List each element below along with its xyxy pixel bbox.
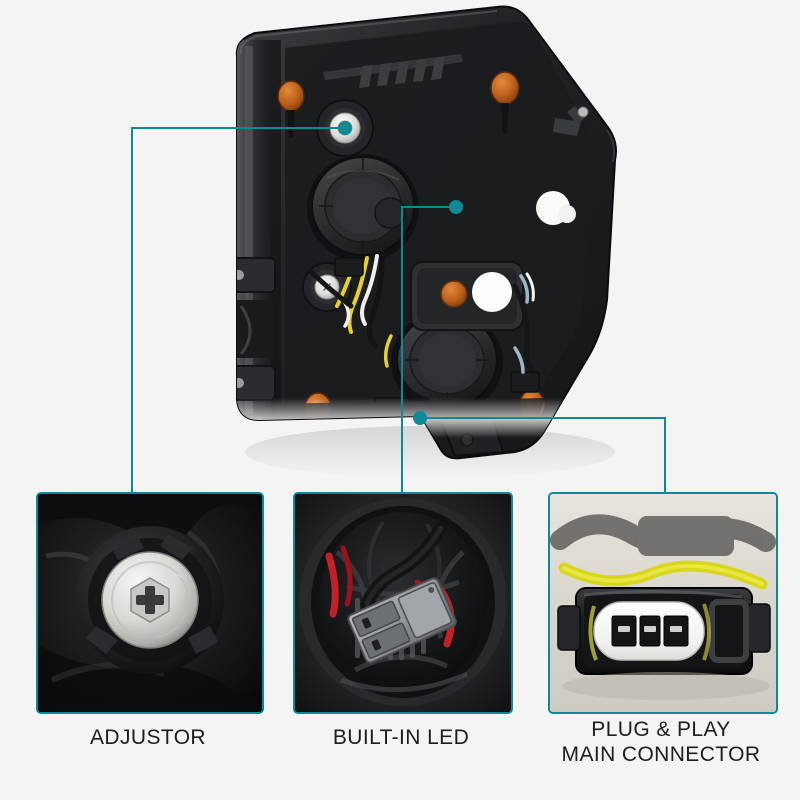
callout-dot-led xyxy=(449,200,463,214)
connector-pins xyxy=(611,615,689,647)
callout-label-main-connector-line2: MAIN CONNECTOR xyxy=(561,742,761,766)
callout-label-adjustor: ADJUSTOR xyxy=(90,726,206,749)
wiring-harness xyxy=(308,249,540,421)
callout-label-built-in-led: BUILT-IN LED xyxy=(332,726,470,749)
callout-label-main-connector-line1: PLUG & PLAY xyxy=(591,718,731,741)
center-module xyxy=(410,261,524,331)
callout-card-main-connector[interactable] xyxy=(548,492,778,714)
right-bracket xyxy=(553,106,585,136)
callout-line-connector-vertical xyxy=(664,417,666,492)
product-shadow xyxy=(245,426,615,478)
small-port xyxy=(374,197,406,229)
mounting-tabs xyxy=(236,257,276,401)
callout-dot-connector xyxy=(413,411,427,425)
callout-dot-adjustor xyxy=(338,121,352,135)
adjustor-closeup-image xyxy=(38,494,262,712)
callout-line-adjustor-vertical xyxy=(131,127,133,492)
callout-caption-built-in-led: BUILT-IN LED xyxy=(283,726,519,751)
main-connector-closeup-image xyxy=(550,494,776,712)
amber-plug-center xyxy=(440,280,468,308)
callout-card-adjustor[interactable] xyxy=(36,492,264,714)
callout-caption-main-connector: PLUG & PLAY MAIN CONNECTOR xyxy=(538,718,784,768)
mounting-rail xyxy=(237,40,271,422)
callout-line-adjustor-horizontal xyxy=(132,127,345,129)
built-in-led-closeup-image xyxy=(295,494,511,712)
screw-right xyxy=(577,106,589,118)
callout-line-led-horizontal xyxy=(402,206,456,208)
white-port xyxy=(472,272,512,312)
led-driver-connector xyxy=(347,577,457,664)
callout-line-led-vertical xyxy=(401,206,403,492)
callout-card-built-in-led[interactable] xyxy=(293,492,513,714)
connector-body xyxy=(557,587,771,675)
callout-caption-adjustor: ADJUSTOR xyxy=(36,726,260,751)
callout-line-connector-horizontal xyxy=(420,417,665,419)
